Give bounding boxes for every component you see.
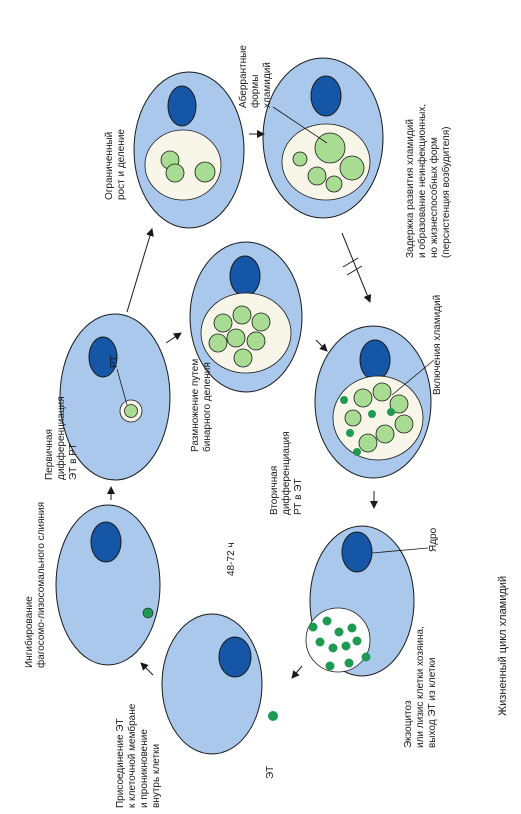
nucleus (341, 531, 373, 573)
label-primary-differentiation: Первичная дифференциация ЭТ в РТ (44, 394, 79, 480)
label-binary-fission: Размножение путем бинарного деления (190, 356, 213, 452)
host-cell (55, 504, 161, 666)
label-rt: РТ (109, 356, 120, 368)
nucleus (229, 255, 261, 297)
elementary-body (340, 396, 348, 404)
label-nucleus: Ядро (428, 527, 439, 552)
leader-nucleus (371, 547, 429, 554)
cell-inhibition (55, 504, 161, 666)
label-attachment: Присоединение ЭТ к клеточной мембране и … (115, 701, 162, 808)
arrow-to-secondary-diff (315, 339, 328, 352)
label-exocytosis: Экзоцитоз или лизис клетки хозяина, выхо… (403, 623, 438, 748)
aberrant-body (325, 175, 343, 193)
cell-exocytosis (305, 525, 415, 677)
cell-primary-differentiation (59, 313, 171, 481)
reticulate-body (394, 414, 414, 434)
label-cycle-time: 48-72 ч (226, 542, 237, 576)
reticulate-body (358, 433, 378, 453)
cell-binary-fission (189, 241, 303, 393)
reticulate-body (344, 409, 362, 427)
reticulate-body (124, 404, 138, 418)
arrow-to-limited-growth (126, 228, 154, 313)
reticulate-body (246, 331, 266, 351)
label-inclusions: Включения хламидий (432, 295, 443, 395)
reticulate-body (213, 313, 233, 333)
cell-limited-growth (133, 71, 245, 229)
host-cell (59, 313, 171, 481)
vacuole (144, 129, 222, 201)
reticulate-body (165, 163, 185, 183)
elementary-body (344, 658, 354, 668)
elementary-body (315, 637, 325, 647)
elementary-body (361, 652, 371, 662)
reticulate-body (251, 312, 271, 332)
arrow-to-inhibition (140, 662, 154, 676)
reticulate-body (208, 333, 228, 353)
elementary-body (322, 616, 332, 626)
arrow-to-binary-fission (165, 332, 182, 344)
aberrant-body (314, 132, 346, 164)
elementary-body (387, 408, 395, 416)
label-et: ЭТ (265, 766, 276, 779)
reticulate-body (232, 305, 252, 325)
cell-secondary-differentiation (314, 325, 432, 479)
nucleus (310, 75, 342, 117)
label-aberrant-forms: Аберрантные формы хламидий (237, 42, 273, 108)
elementary-body (308, 622, 318, 632)
cell-attachment (161, 613, 278, 755)
vacuole (200, 292, 292, 374)
reticulate-body (375, 424, 395, 444)
elementary-body (352, 636, 362, 646)
elementary-body (353, 448, 361, 456)
nucleus (167, 85, 197, 127)
leader-rt (116, 368, 128, 406)
figure-caption: Жизненный цикл хламидий (497, 576, 509, 716)
elementary-body (334, 627, 344, 637)
elementary-body (268, 711, 278, 721)
elementary-body (142, 607, 154, 619)
arrow-release (291, 665, 303, 679)
nucleus (359, 339, 391, 381)
reticulate-body (389, 394, 409, 414)
leader-lines (116, 106, 435, 554)
elementary-body (341, 641, 351, 651)
label-limited-growth: Ограниченный рост и деление (104, 129, 127, 200)
leader-aberrant (272, 106, 328, 144)
interruption-marks (342, 257, 363, 276)
label-secondary-differentiation: Вторичная дифференциация РТ в ЭТ (269, 429, 304, 515)
reticulate-body (233, 348, 253, 368)
reticulate-body (226, 328, 246, 348)
nucleus (88, 336, 118, 378)
aberrant-body (307, 166, 327, 186)
nucleus (90, 521, 122, 563)
reticulate-body (372, 382, 392, 402)
aberrant-body (292, 151, 308, 167)
arrow-blocked-persistence (341, 232, 372, 303)
cycle-arrows (107, 130, 378, 679)
label-persistence: Задержка развития хламидий и образование… (405, 101, 452, 258)
elementary-body (368, 410, 376, 418)
reticulate-body (194, 161, 216, 183)
elementary-body (328, 643, 338, 653)
host-cell (161, 613, 263, 755)
nucleus (218, 636, 252, 678)
leader-inclusions (391, 359, 435, 396)
aberrant-body (339, 155, 365, 181)
label-inhibition: Ингибирование фагосомо-лизосомального сл… (23, 502, 47, 668)
reticulate-body (353, 388, 373, 408)
elementary-body (325, 661, 335, 671)
elementary-body (347, 623, 357, 633)
cell-aberrant-forms (262, 57, 384, 219)
elementary-body (346, 429, 354, 437)
